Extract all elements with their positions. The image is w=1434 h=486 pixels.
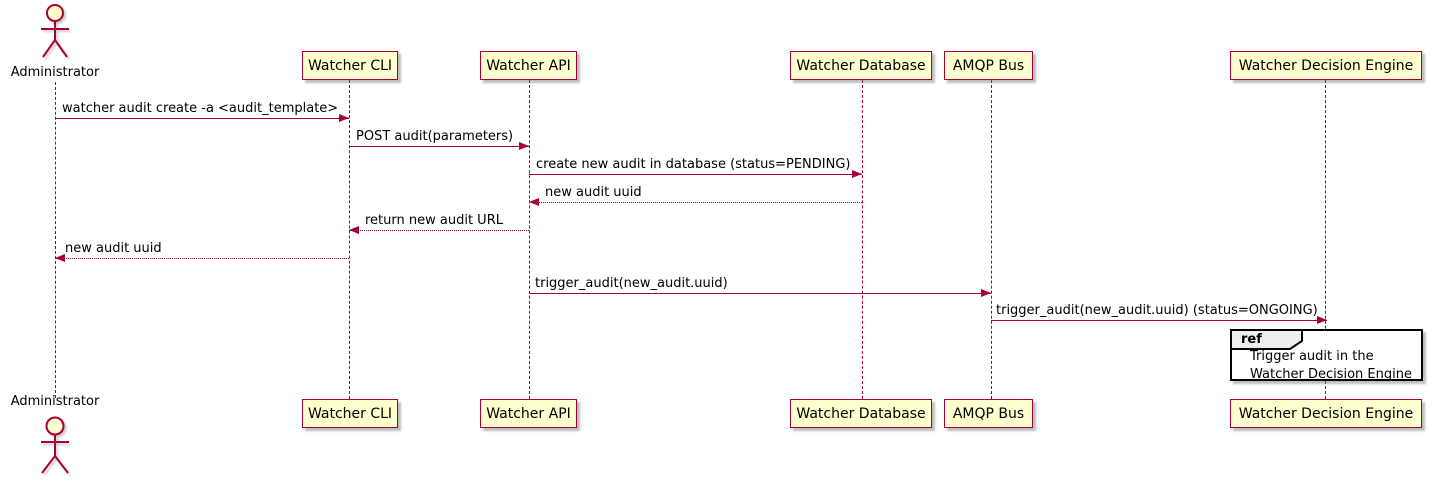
message-label: create new audit in database (status=PEN… [536, 157, 851, 172]
lifeline-watcher-decision-engine [1325, 80, 1326, 399]
participant-box-watcher-cli-top: Watcher CLI [302, 51, 398, 80]
participant-box-amqp-bus-top: AMQP Bus [944, 51, 1033, 80]
message-line [529, 174, 862, 175]
message-line [55, 118, 349, 119]
message-line [991, 320, 1327, 321]
participant-box-watcher-api-top: Watcher API [480, 51, 577, 80]
lifeline-watcher-cli [349, 80, 350, 399]
arrowhead-left-icon [529, 198, 539, 206]
message-label: new audit uuid [65, 241, 162, 256]
message-label: POST audit(parameters) [356, 129, 514, 144]
participant-box-watcher-database-bottom: Watcher Database [790, 399, 932, 428]
actor-figure-top-icon [41, 4, 69, 58]
ref-body: Trigger audit in the Watcher Decision En… [1250, 348, 1412, 384]
arrowhead-right-icon [339, 114, 349, 122]
message-line [349, 146, 529, 147]
ref-keyword: ref [1241, 332, 1262, 347]
message-label: trigger_audit(new_audit.uuid) (status=ON… [996, 303, 1318, 318]
message-line [529, 202, 862, 203]
message-label: new audit uuid [545, 185, 642, 200]
message-line [529, 293, 991, 294]
lifeline-administrator [55, 82, 56, 398]
message-label: trigger_audit(new_audit.uuid) [535, 276, 728, 291]
lifeline-amqp-bus [991, 80, 992, 399]
arrowhead-right-icon [852, 170, 862, 178]
participant-box-watcher-api-bottom: Watcher API [480, 399, 577, 428]
ref-line-1: Trigger audit in the [1250, 349, 1374, 364]
arrowhead-right-icon [981, 289, 991, 297]
participant-box-watcher-cli-bottom: Watcher CLI [302, 399, 398, 428]
message-label: return new audit URL [365, 213, 503, 228]
arrowhead-right-icon [1317, 316, 1327, 324]
arrowhead-left-icon [55, 254, 65, 262]
lifeline-watcher-api [529, 80, 530, 399]
participant-box-watcher-decision-engine-top: Watcher Decision Engine [1230, 51, 1422, 80]
actor-label-bottom: Administrator [10, 394, 100, 409]
lifeline-watcher-database [862, 80, 863, 399]
message-line [349, 230, 529, 231]
participant-box-watcher-database-top: Watcher Database [790, 51, 932, 80]
arrowhead-left-icon [349, 226, 359, 234]
message-line [55, 258, 349, 259]
ref-fragment: ref Trigger audit in the Watcher Decisio… [1230, 329, 1423, 384]
arrowhead-right-icon [519, 142, 529, 150]
message-label: watcher audit create -a <audit_template> [62, 101, 339, 116]
participant-box-amqp-bus-bottom: AMQP Bus [944, 399, 1033, 428]
actor-figure-bottom-icon [41, 416, 69, 474]
ref-tab-icon [1230, 329, 1303, 350]
participant-box-watcher-decision-engine-bottom: Watcher Decision Engine [1230, 399, 1422, 428]
ref-line-2: Watcher Decision Engine [1250, 367, 1412, 382]
actor-label-top: Administrator [10, 65, 100, 80]
